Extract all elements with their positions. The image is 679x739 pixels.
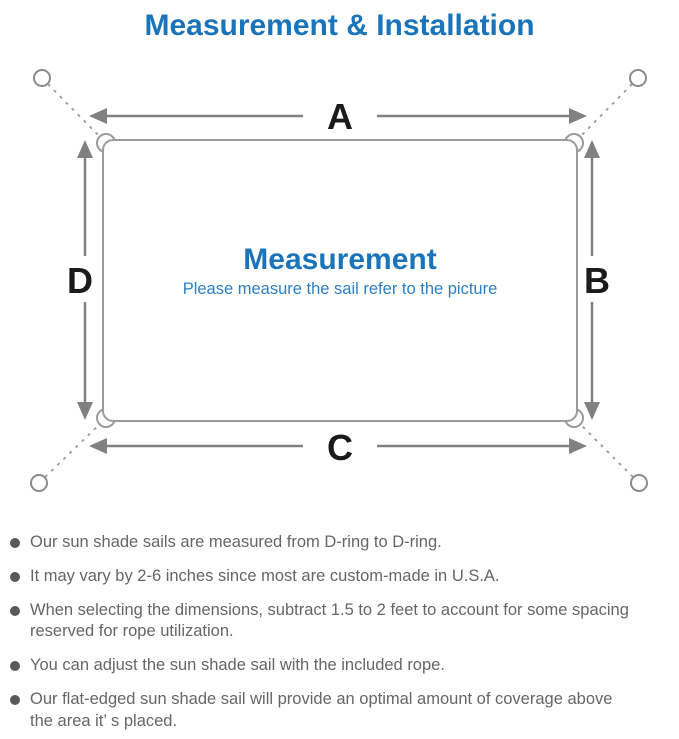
dimension-label-c: C: [327, 427, 353, 468]
diagram-center-subtitle: Please measure the sail refer to the pic…: [183, 280, 498, 298]
note-text: When selecting the dimensions, subtract …: [30, 600, 629, 641]
bullet-dot: [10, 571, 20, 582]
notes-list: Our sun shade sails are measured from D-…: [0, 520, 679, 732]
rope-dashed-line-top-right: [575, 77, 639, 142]
list-item: When selecting the dimensions, subtract …: [10, 600, 673, 644]
anchor-ring-bottom-right: [630, 474, 648, 492]
rope-dashed-line-bottom-right: [575, 419, 640, 484]
rope-dashed-line-bottom-left: [38, 419, 105, 484]
list-item: Our sun shade sails are measured from D-…: [10, 532, 673, 554]
list-item: Our flat-edged sun shade sail will provi…: [10, 689, 673, 733]
dimension-label-a: A: [327, 96, 353, 137]
bullet-dot: [10, 694, 20, 705]
note-text: You can adjust the sun shade sail with t…: [30, 656, 445, 675]
rope-dashed-line-top-left: [41, 77, 105, 142]
dimension-arrow-a: [89, 108, 587, 124]
bullet-dot: [10, 538, 20, 548]
sail-outline: [102, 139, 578, 422]
anchor-ring-top-right: [629, 69, 647, 87]
dimension-arrow-d: [77, 140, 93, 420]
list-item: You can adjust the sun shade sail with t…: [10, 655, 673, 677]
dimension-arrow-c: [89, 438, 587, 454]
bullet-dot: [10, 661, 20, 672]
note-text: Our flat-edged sun shade sail will provi…: [30, 689, 613, 730]
measurement-diagram: A B C D Measurement Please measure the s…: [30, 69, 648, 492]
dimension-label-b: B: [584, 260, 610, 301]
anchor-ring-top-left: [33, 69, 51, 87]
page-title: Measurement & Installation: [144, 9, 535, 42]
dimension-label-d: D: [67, 260, 93, 301]
diagram-center-title: Measurement: [243, 243, 436, 276]
bullet-dot: [10, 605, 20, 616]
anchor-ring-bottom-left: [30, 474, 48, 492]
dimension-arrow-b: [584, 140, 600, 420]
note-text: Our sun shade sails are measured from D-…: [30, 533, 442, 551]
note-text: It may vary by 2-6 inches since most are…: [30, 566, 500, 585]
list-item: It may vary by 2-6 inches since most are…: [10, 566, 673, 588]
